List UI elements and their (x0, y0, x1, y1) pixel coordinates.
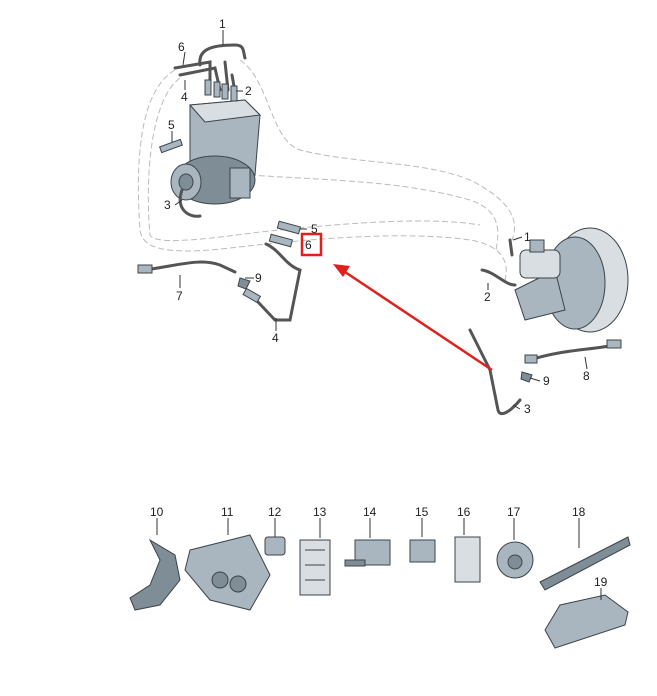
callout: 4 (181, 90, 188, 104)
callout: 7 (176, 289, 183, 303)
brake-booster-master-cylinder (468, 227, 629, 416)
callout: 18 (572, 505, 586, 519)
callout: 13 (313, 505, 327, 519)
callout: 11 (221, 505, 234, 519)
callout: 5 (311, 222, 318, 236)
brake-hose-and-line (137, 220, 302, 322)
callout: 19 (594, 575, 608, 589)
callout: 9 (255, 271, 262, 285)
callout: 6 (178, 40, 185, 54)
callout: 12 (268, 505, 282, 519)
abs-brake-pipes (158, 43, 247, 218)
callouts-bottom: 10 11 12 13 14 15 16 17 18 19 (150, 505, 608, 589)
callout: 5 (168, 118, 175, 132)
callouts-right: 1 2 9 8 3 (484, 230, 590, 416)
callout: 8 (583, 369, 590, 383)
callout-highlighted: 6 (305, 238, 312, 252)
callout: 1 (219, 17, 226, 31)
red-pointer-arrow (333, 264, 493, 372)
callout: 9 (543, 374, 550, 388)
abs-hydraulic-unit (170, 99, 262, 205)
callout: 3 (524, 402, 531, 416)
callout: 1 (524, 230, 531, 244)
leader-lines (156, 30, 602, 600)
callout: 2 (245, 84, 252, 98)
callout: 17 (507, 505, 521, 519)
clip-parts (129, 534, 631, 649)
callout: 2 (484, 290, 491, 304)
callout: 4 (272, 331, 279, 345)
callout: 15 (415, 505, 429, 519)
callout: 10 (150, 505, 164, 519)
highlight-box (300, 232, 323, 257)
callout: 16 (457, 505, 471, 519)
ghost-brake-lines (137, 59, 516, 281)
callout: 3 (164, 198, 171, 212)
callout: 14 (363, 505, 377, 519)
callouts-upper-left: 1 6 4 2 5 3 5 6 9 7 4 (164, 17, 323, 345)
